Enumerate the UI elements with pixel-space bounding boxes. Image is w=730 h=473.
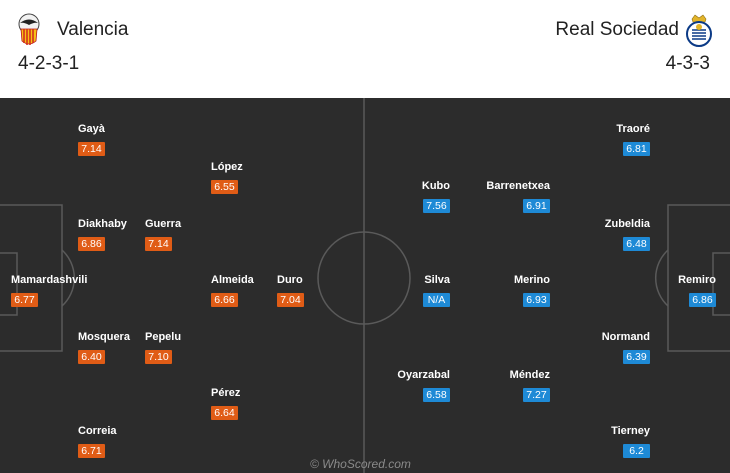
player-rating: 6.48 (623, 237, 650, 251)
player-rating: 6.66 (211, 293, 238, 307)
player-rating: 7.14 (78, 142, 105, 156)
player-oyarzabal[interactable]: Oyarzabal 6.58 (397, 369, 450, 402)
player-rating: 6.58 (423, 388, 450, 402)
player-name: Oyarzabal (397, 369, 450, 381)
player-barrenetxea[interactable]: Barrenetxea 6.91 (486, 180, 550, 213)
player-name: Barrenetxea (486, 180, 550, 192)
player-rating: 6.93 (523, 293, 550, 307)
player-name: Merino (513, 274, 550, 286)
away-team-name[interactable]: Real Sociedad (555, 19, 679, 40)
player-name: Duro (277, 274, 303, 286)
player-mamardashvili[interactable]: Mamardashvili 6.77 (11, 274, 87, 307)
home-team-name[interactable]: Valencia (57, 19, 129, 40)
player-name: Mamardashvili (11, 274, 88, 286)
player-name: Diakhaby (78, 218, 127, 230)
player-traore[interactable]: Traoré 6.81 (616, 123, 650, 156)
player-name: López (211, 161, 243, 173)
player-name: Tierney (611, 425, 650, 437)
player-tierney[interactable]: Tierney 6.2 (611, 425, 650, 458)
player-name: Gayà (78, 123, 105, 135)
player-name: Almeida (211, 274, 254, 286)
player-rating: 6.77 (11, 293, 38, 307)
player-name: Méndez (509, 369, 550, 381)
player-name: Pepelu (145, 331, 182, 343)
player-rating: 7.27 (523, 388, 550, 402)
match-header: Valencia 4-2-3-1 Real Sociedad 4-3-3 (0, 0, 730, 98)
player-rating: 6.86 (689, 293, 716, 307)
player-rating: 7.10 (145, 350, 172, 364)
player-rating: 6.40 (78, 350, 105, 364)
player-merino[interactable]: Merino 6.93 (514, 274, 550, 307)
player-name: Guerra (145, 218, 182, 230)
player-silva[interactable]: Silva N/A (423, 274, 450, 307)
real-sociedad-crest-icon (686, 14, 712, 47)
player-perez[interactable]: Pérez 6.64 (211, 387, 241, 420)
player-mendez[interactable]: Méndez 7.27 (510, 369, 550, 402)
away-formation: 4-3-3 (665, 53, 710, 74)
player-guerra[interactable]: Guerra 7.14 (145, 218, 181, 251)
player-lopez[interactable]: López 6.55 (211, 161, 243, 194)
player-normand[interactable]: Normand 6.39 (602, 331, 650, 364)
player-name: Normand (601, 331, 650, 343)
valencia-crest-icon (18, 13, 40, 45)
player-name: Pérez (211, 387, 241, 399)
player-name: Zubeldia (604, 218, 650, 230)
player-diakhaby[interactable]: Diakhaby 6.86 (78, 218, 127, 251)
player-almeida[interactable]: Almeida 6.66 (211, 274, 254, 307)
player-name: Remiro (678, 274, 716, 286)
player-rating: 6.71 (78, 444, 105, 458)
player-rating: 6.39 (623, 350, 650, 364)
pitch: Gayà 7.14 López 6.55 Diakhaby 6.86 Guerr… (0, 98, 730, 473)
player-name: Kubo (421, 180, 450, 192)
player-rating: 6.91 (523, 199, 550, 213)
pitch-markings (0, 98, 730, 473)
player-zubeldia[interactable]: Zubeldia 6.48 (605, 218, 650, 251)
player-name: Correia (78, 425, 117, 437)
player-mosquera[interactable]: Mosquera 6.40 (78, 331, 130, 364)
player-remiro[interactable]: Remiro 6.86 (678, 274, 716, 307)
whoscored-watermark: © WhoScored.com (310, 457, 411, 471)
player-rating: 6.64 (211, 406, 238, 420)
player-gaya[interactable]: Gayà 7.14 (78, 123, 105, 156)
player-duro[interactable]: Duro 7.04 (277, 274, 304, 307)
player-rating: N/A (423, 293, 450, 307)
player-name: Mosquera (78, 331, 130, 343)
player-rating: 6.2 (623, 444, 650, 458)
player-rating: 6.55 (211, 180, 238, 194)
player-name: Silva (424, 274, 450, 286)
player-kubo[interactable]: Kubo 7.56 (421, 180, 450, 213)
player-rating: 7.56 (423, 199, 450, 213)
player-pepelu[interactable]: Pepelu 7.10 (145, 331, 181, 364)
player-correia[interactable]: Correia 6.71 (78, 425, 117, 458)
player-rating: 6.81 (623, 142, 650, 156)
player-rating: 6.86 (78, 237, 105, 251)
player-name: Traoré (616, 123, 650, 135)
home-formation: 4-2-3-1 (18, 53, 80, 74)
player-rating: 7.14 (145, 237, 172, 251)
player-rating: 7.04 (277, 293, 304, 307)
